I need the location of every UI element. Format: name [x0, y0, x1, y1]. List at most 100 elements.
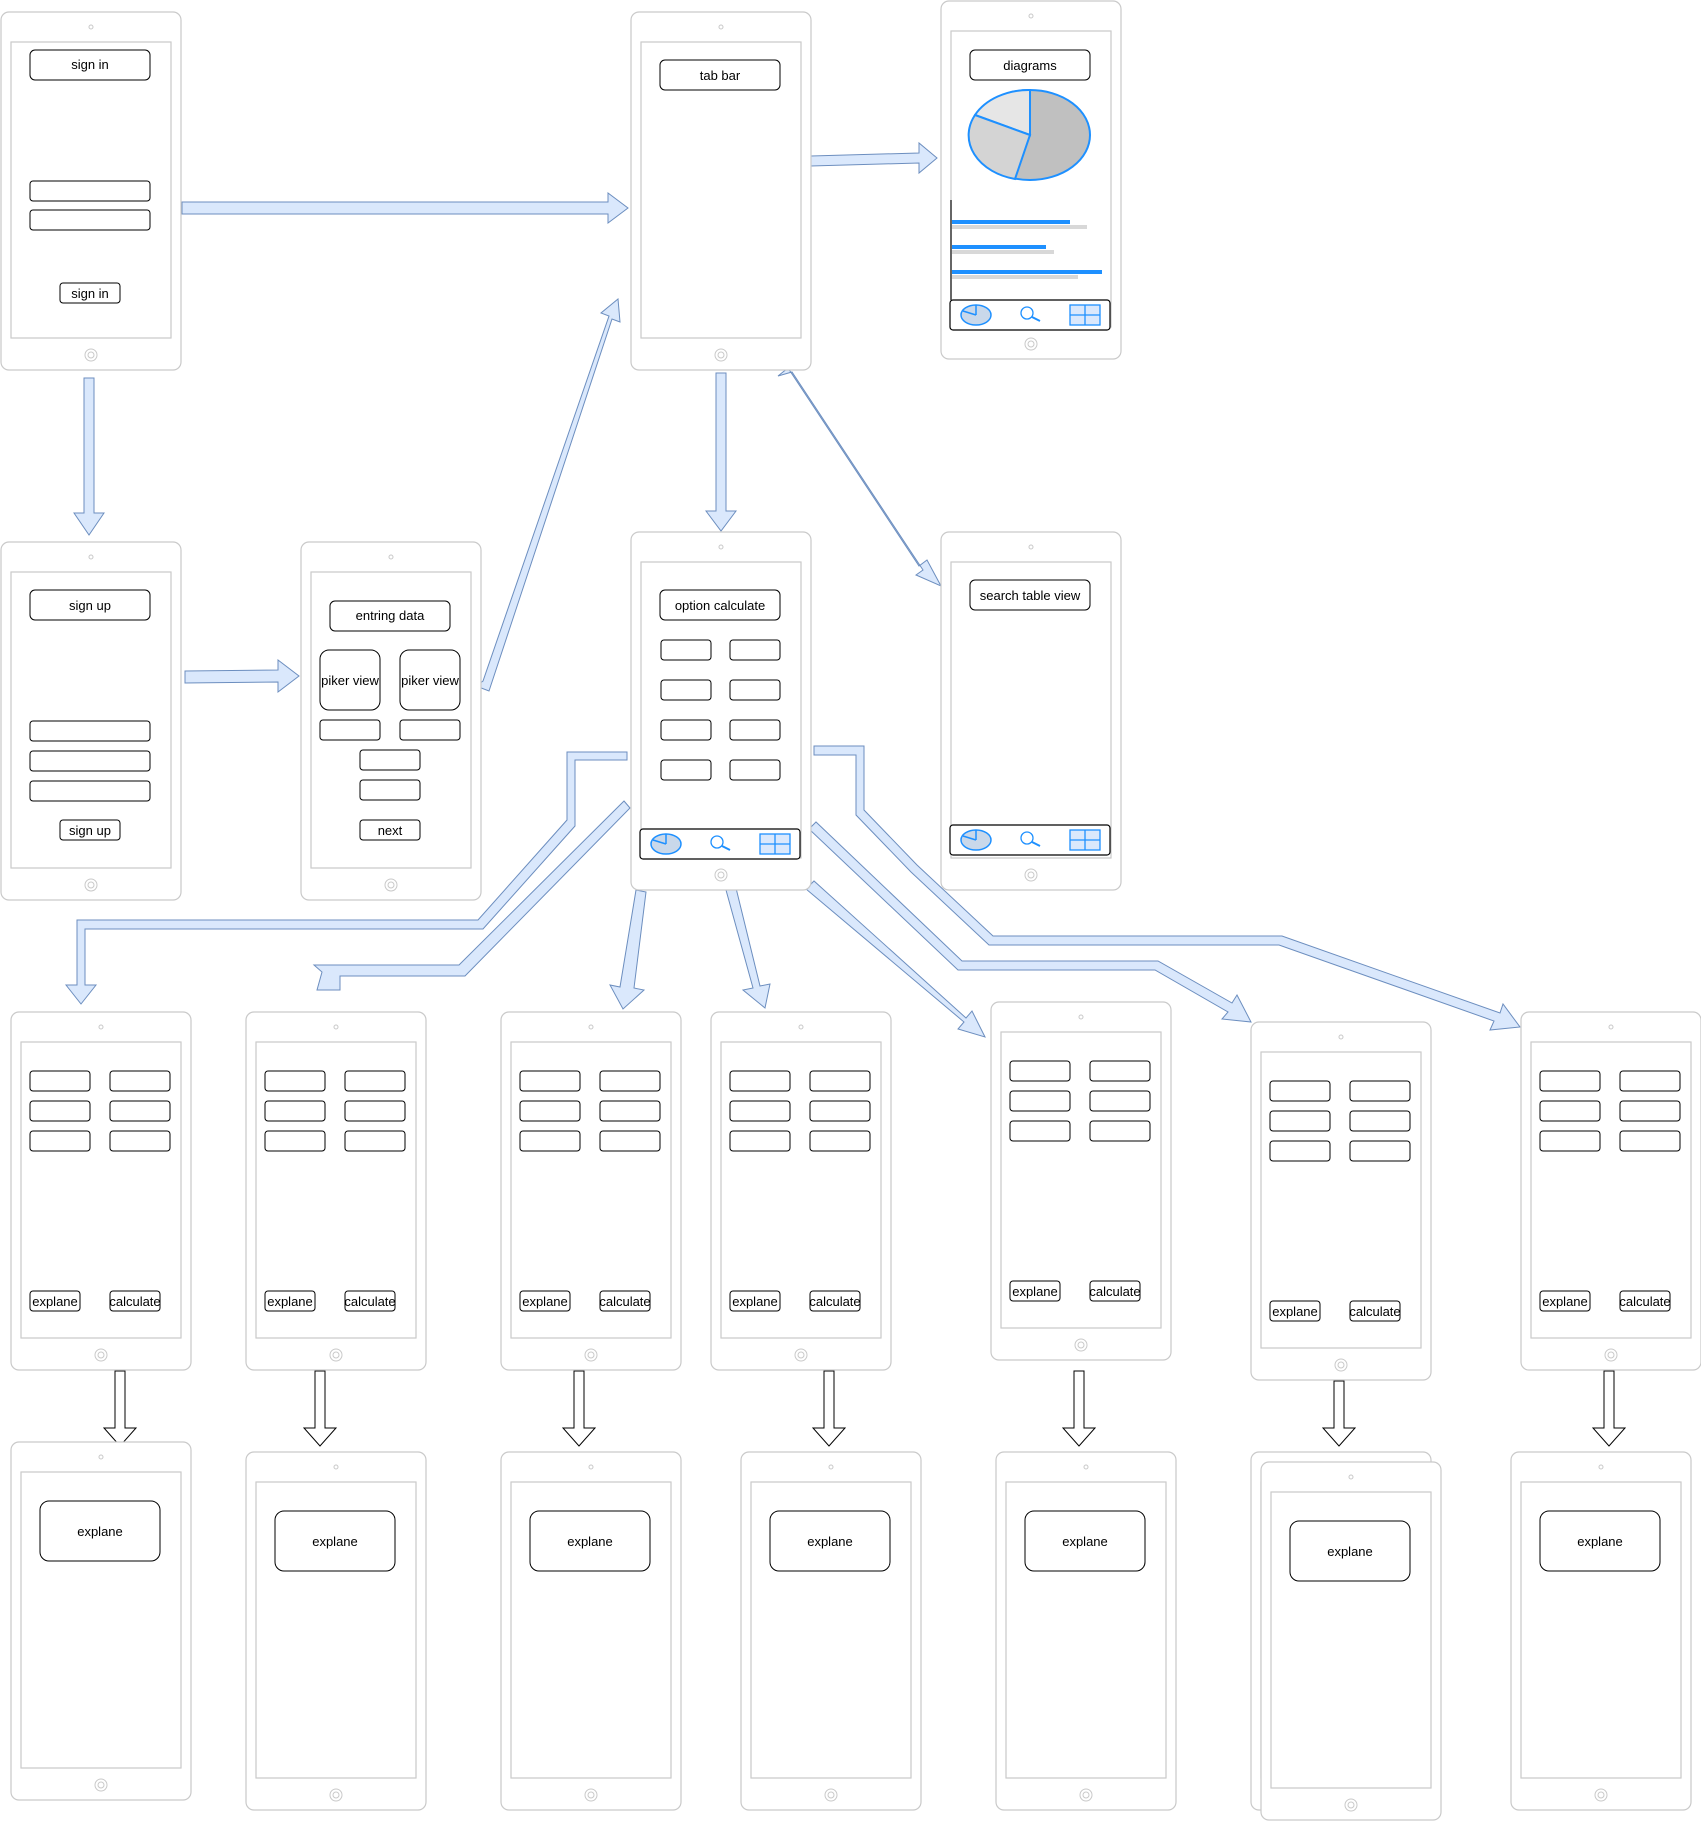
grid-icon[interactable] — [1069, 829, 1101, 851]
detail-7-field-1-1[interactable] — [1539, 1070, 1601, 1092]
sign-up-field-2[interactable] — [29, 750, 151, 772]
sign-in-button[interactable] — [59, 282, 121, 304]
calculate-button[interactable] — [1619, 1290, 1671, 1312]
detail-4-field-1-2[interactable] — [729, 1100, 791, 1122]
option-button-l1[interactable] — [660, 639, 712, 661]
option-button-r2[interactable] — [729, 679, 781, 701]
entering-field-1[interactable] — [319, 719, 381, 741]
detail-1-field-2-3[interactable] — [109, 1130, 171, 1152]
device-detail-5-home-button[interactable] — [1074, 1338, 1088, 1352]
explain-button[interactable] — [1269, 1300, 1321, 1322]
username-field[interactable] — [29, 180, 151, 202]
detail-6-field-2-1[interactable] — [1349, 1080, 1411, 1102]
detail-3-field-2-1[interactable] — [599, 1070, 661, 1092]
detail-5-field-1-3[interactable] — [1009, 1120, 1071, 1142]
detail-4-field-1-1[interactable] — [729, 1070, 791, 1092]
calculate-button[interactable] — [1089, 1280, 1141, 1302]
detail-6-field-2-3[interactable] — [1349, 1140, 1411, 1162]
detail-2-field-1-3[interactable] — [264, 1130, 326, 1152]
detail-7-field-2-3[interactable] — [1619, 1130, 1681, 1152]
calculate-button[interactable] — [109, 1290, 161, 1312]
detail-3-field-1-3[interactable] — [519, 1130, 581, 1152]
detail-1-field-1-3[interactable] — [29, 1130, 91, 1152]
detail-2-field-2-2[interactable] — [344, 1100, 406, 1122]
device-detail-3-home-button[interactable] — [584, 1348, 598, 1362]
next-button[interactable] — [359, 819, 421, 841]
device-explain-3-home-button[interactable] — [584, 1788, 598, 1802]
picker-view-left[interactable] — [319, 649, 381, 711]
calculate-button[interactable] — [809, 1290, 861, 1312]
detail-5-field-1-1[interactable] — [1009, 1060, 1071, 1082]
explain-button[interactable] — [264, 1290, 316, 1312]
detail-6-field-1-2[interactable] — [1269, 1110, 1331, 1132]
search-icon[interactable] — [1020, 831, 1041, 847]
explain-button[interactable] — [29, 1290, 81, 1312]
device-option-calculate-home-button[interactable] — [714, 868, 728, 882]
detail-7-field-1-3[interactable] — [1539, 1130, 1601, 1152]
entering-field-3[interactable] — [359, 749, 421, 771]
option-button-r1[interactable] — [729, 639, 781, 661]
device-explain-1-home-button[interactable] — [94, 1778, 108, 1792]
explain-button[interactable] — [519, 1290, 571, 1312]
detail-4-field-1-3[interactable] — [729, 1130, 791, 1152]
device-explain-2-home-button[interactable] — [329, 1788, 343, 1802]
option-button-l2[interactable] — [660, 679, 712, 701]
device-detail-4-home-button[interactable] — [794, 1348, 808, 1362]
option-button-r3[interactable] — [729, 719, 781, 741]
detail-5-field-1-2[interactable] — [1009, 1090, 1071, 1112]
detail-1-field-2-2[interactable] — [109, 1100, 171, 1122]
sign-up-field-1[interactable] — [29, 720, 151, 742]
device-explain-7-home-button[interactable] — [1594, 1788, 1608, 1802]
picker-view-right[interactable] — [399, 649, 461, 711]
option-button-l3[interactable] — [660, 719, 712, 741]
calculate-button[interactable] — [599, 1290, 651, 1312]
pie-chart-icon[interactable] — [650, 833, 682, 855]
calculate-button[interactable] — [1349, 1300, 1401, 1322]
detail-3-field-1-2[interactable] — [519, 1100, 581, 1122]
device-detail-2-home-button[interactable] — [329, 1348, 343, 1362]
grid-icon[interactable] — [759, 833, 791, 855]
detail-5-field-2-3[interactable] — [1089, 1120, 1151, 1142]
device-entering-data-home-button[interactable] — [384, 878, 398, 892]
detail-7-field-1-2[interactable] — [1539, 1100, 1601, 1122]
detail-3-field-2-2[interactable] — [599, 1100, 661, 1122]
detail-3-field-1-1[interactable] — [519, 1070, 581, 1092]
detail-6-field-1-1[interactable] — [1269, 1080, 1331, 1102]
search-icon[interactable] — [1020, 306, 1041, 322]
device-explain-5-home-button[interactable] — [1079, 1788, 1093, 1802]
detail-2-field-2-1[interactable] — [344, 1070, 406, 1092]
explain-button[interactable] — [1009, 1280, 1061, 1302]
password-field[interactable] — [29, 209, 151, 231]
detail-5-field-2-2[interactable] — [1089, 1090, 1151, 1112]
device-detail-6-home-button[interactable] — [1334, 1358, 1348, 1372]
explain-button[interactable] — [729, 1290, 781, 1312]
device-search-home-button[interactable] — [1024, 868, 1038, 882]
pie-chart-icon[interactable] — [960, 829, 992, 851]
detail-2-field-1-1[interactable] — [264, 1070, 326, 1092]
option-button-l4[interactable] — [660, 759, 712, 781]
sign-up-button[interactable] — [59, 819, 121, 841]
entering-field-4[interactable] — [359, 779, 421, 801]
device-explain-4-home-button[interactable] — [824, 1788, 838, 1802]
entering-field-2[interactable] — [399, 719, 461, 741]
detail-7-field-2-1[interactable] — [1619, 1070, 1681, 1092]
detail-2-field-1-2[interactable] — [264, 1100, 326, 1122]
detail-6-field-2-2[interactable] — [1349, 1110, 1411, 1132]
device-sign-up-home-button[interactable] — [84, 878, 98, 892]
detail-1-field-1-1[interactable] — [29, 1070, 91, 1092]
device-diagrams-home-button[interactable] — [1024, 337, 1038, 351]
sign-up-field-3[interactable] — [29, 780, 151, 802]
device-tab-bar-home-button[interactable] — [714, 348, 728, 362]
detail-4-field-2-1[interactable] — [809, 1070, 871, 1092]
detail-1-field-1-2[interactable] — [29, 1100, 91, 1122]
detail-6-field-1-3[interactable] — [1269, 1140, 1331, 1162]
detail-1-field-2-1[interactable] — [109, 1070, 171, 1092]
detail-4-field-2-2[interactable] — [809, 1100, 871, 1122]
detail-5-field-2-1[interactable] — [1089, 1060, 1151, 1082]
detail-7-field-2-2[interactable] — [1619, 1100, 1681, 1122]
calculate-button[interactable] — [344, 1290, 396, 1312]
device-explain-6-home-button[interactable] — [1344, 1798, 1358, 1812]
detail-4-field-2-3[interactable] — [809, 1130, 871, 1152]
device-detail-1-home-button[interactable] — [94, 1348, 108, 1362]
detail-2-field-2-3[interactable] — [344, 1130, 406, 1152]
